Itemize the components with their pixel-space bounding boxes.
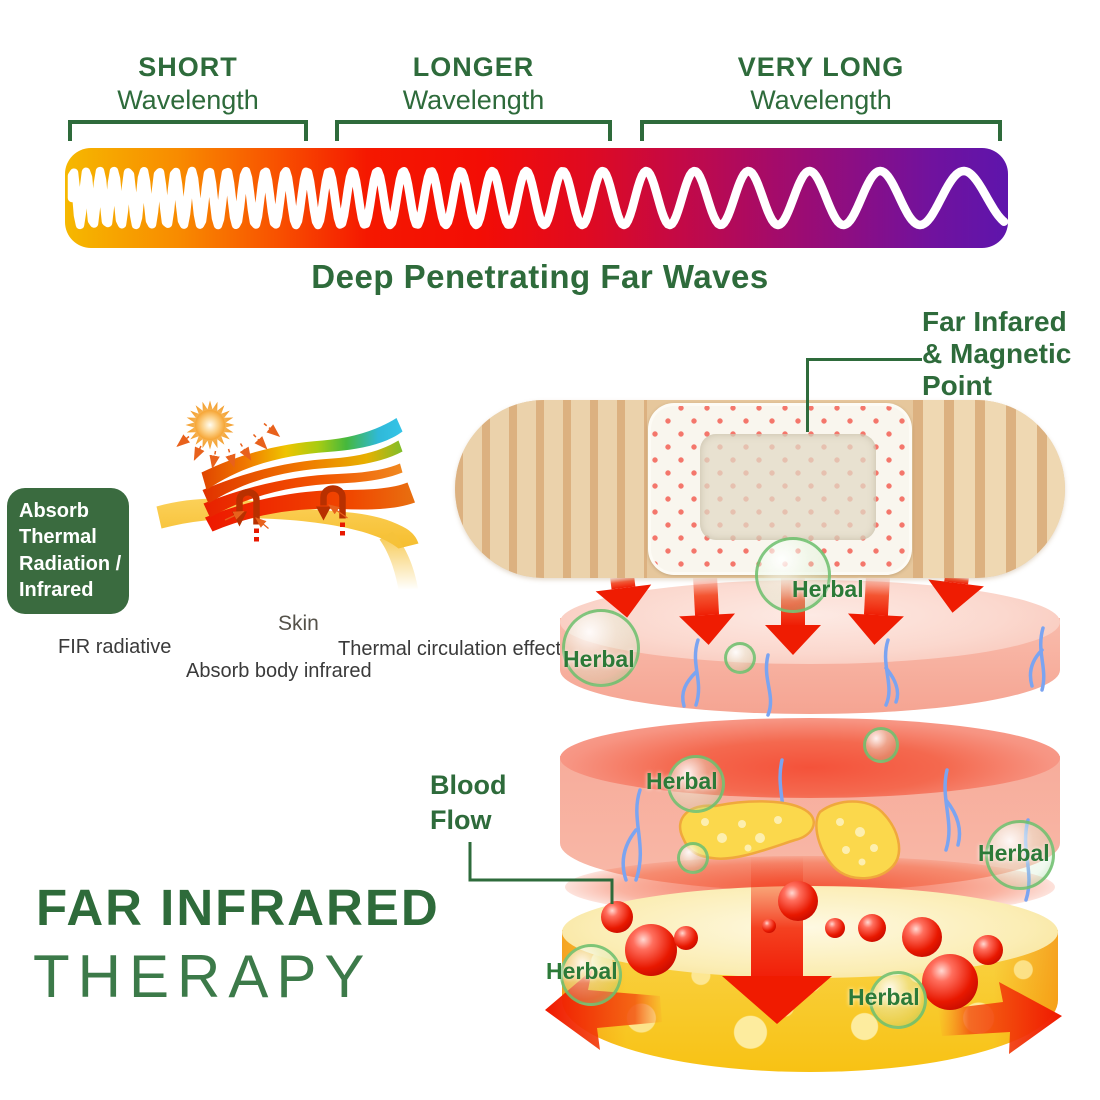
- herbal-bubble: [560, 944, 622, 1006]
- absorb-box-line4: Infrared: [19, 579, 94, 602]
- herbal-bubble: [863, 727, 899, 763]
- fir-radiative-label: FIR radiative: [58, 636, 172, 658]
- sun-ray-arrows: [176, 422, 281, 469]
- blood-cell: [674, 926, 698, 950]
- fat-blobs: [678, 800, 901, 880]
- herbal-label: Herbal: [978, 840, 1050, 866]
- blood-flow-label: Blood Flow: [430, 768, 506, 838]
- left-illustration: [156, 400, 419, 590]
- wave-path: [67, 166, 1008, 230]
- patch-illustration: [455, 400, 1065, 578]
- main-title-line2: THERAPY: [33, 943, 373, 1010]
- spectrum-caption: Deep Penetrating Far Waves: [311, 258, 769, 295]
- bracket-longer: [335, 120, 612, 141]
- band-short-sub: Wavelength: [117, 85, 259, 115]
- blood-flow-line2: Flow: [430, 805, 492, 836]
- dermis-top-glow: [560, 718, 1060, 798]
- blood-cell: [973, 935, 1003, 965]
- thermal-circulation-label: Thermal circulation effect: [338, 638, 562, 660]
- spectrum-bar: [65, 148, 1008, 248]
- patch-pad-core: [700, 434, 876, 540]
- herbal-bubble: [667, 755, 725, 813]
- blood-cell: [778, 881, 818, 921]
- herbal-bubble: [869, 971, 927, 1029]
- herbal-label: Herbal: [792, 576, 864, 602]
- absorb-thermal-box: Absorb Thermal Radiation / Infrared: [7, 488, 129, 614]
- herbal-bubble: [985, 820, 1055, 890]
- band-verylong-label: VERY LONG: [737, 52, 905, 82]
- patch-wood-right: [913, 400, 1065, 578]
- main-title-line1: FAR INFRARED: [36, 879, 440, 936]
- absorb-box-line3: Radiation /: [19, 552, 122, 575]
- blood-flow-connector: [468, 842, 614, 904]
- band-short-label: SHORT: [138, 52, 238, 82]
- herbal-bubble: [677, 842, 709, 874]
- band-longer-label: LONGER: [412, 52, 535, 82]
- radiation-ribbons: [201, 418, 415, 532]
- herbal-bubble: [755, 537, 831, 613]
- absorb-body-infrared-label: Absorb body infrared: [186, 660, 372, 682]
- blood-cell: [625, 924, 677, 976]
- herbal-label: Herbal: [848, 984, 920, 1010]
- herbal-label: Herbal: [646, 768, 718, 794]
- sun-core: [195, 410, 225, 440]
- label-pointer-arrows: [224, 504, 348, 529]
- blood-flow-line1: Blood: [430, 770, 507, 800]
- band-longer: LONGER Wavelength: [335, 52, 612, 116]
- patch-label-line3: Point: [922, 370, 992, 402]
- patch-label-line2: & Magnetic: [922, 338, 1072, 370]
- patch-callout-label: Far Infared & Magnetic Point: [922, 306, 1071, 403]
- band-verylong-sub: Wavelength: [750, 85, 892, 115]
- sun-icon: [185, 400, 235, 450]
- blood-cell: [858, 914, 886, 942]
- absorb-box-line2: Thermal: [19, 526, 97, 549]
- blood-cell: [825, 918, 845, 938]
- absorb-box-line1: Absorb: [19, 500, 89, 522]
- patch-label-line1: Far Infared: [922, 306, 1067, 337]
- herbal-bubble: [724, 642, 756, 674]
- patch-callout-line-h: [806, 358, 922, 361]
- band-short: SHORT Wavelength: [68, 52, 308, 116]
- bracket-verylong: [640, 120, 1002, 141]
- herbal-label: Herbal: [546, 958, 618, 984]
- patch-callout-line-v: [806, 358, 809, 432]
- blood-cell: [922, 954, 978, 1010]
- bracket-short: [68, 120, 308, 141]
- blood-cell: [902, 917, 942, 957]
- skin-band: [156, 498, 419, 590]
- deep-penetration-arrow: [722, 856, 832, 1024]
- band-verylong: VERY LONG Wavelength: [640, 52, 1002, 116]
- blood-cell: [762, 919, 776, 933]
- skin-label: Skin: [278, 612, 319, 635]
- spectrum-wave: [67, 166, 1008, 230]
- patch-wood-left: [455, 400, 647, 578]
- herbal-label: Herbal: [563, 646, 635, 672]
- band-longer-sub: Wavelength: [402, 85, 545, 115]
- blood-cell: [601, 901, 633, 933]
- herbal-bubble: [562, 609, 640, 687]
